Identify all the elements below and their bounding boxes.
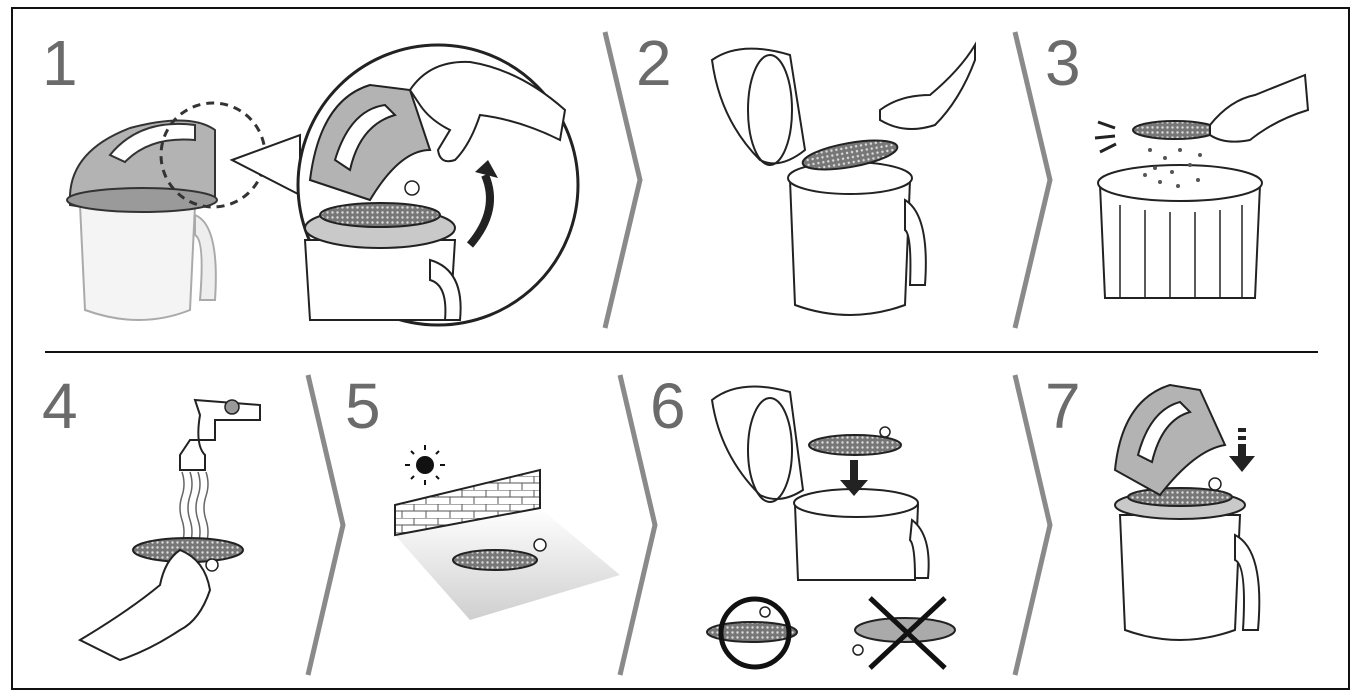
separator-5-6 <box>617 374 658 676</box>
jar-body <box>1118 514 1242 641</box>
falling-debris <box>1143 148 1202 188</box>
open-lid <box>710 47 807 165</box>
mesh-filter <box>1132 120 1218 140</box>
panel-4-illustration <box>77 398 261 662</box>
step-number-1: 1 <box>42 27 78 99</box>
hand <box>1209 73 1310 143</box>
panel-5-illustration <box>394 445 620 620</box>
separator-1-2 <box>602 31 643 329</box>
mesh-filter <box>319 202 441 228</box>
sun-icon <box>405 445 445 485</box>
step-number-5: 5 <box>345 370 381 442</box>
outer-frame <box>11 7 1350 690</box>
magnified-jar <box>303 83 462 321</box>
jar-body <box>788 179 912 316</box>
mesh-filter <box>1127 487 1233 507</box>
step-number-7: 7 <box>1045 370 1081 442</box>
curved-arrow-icon <box>466 173 494 248</box>
mesh-filter <box>452 549 538 571</box>
mesh-filter <box>801 139 899 171</box>
jar-handle <box>1234 533 1261 631</box>
hand <box>879 41 976 130</box>
open-lid <box>710 385 805 500</box>
step-number-3: 3 <box>1045 27 1081 99</box>
jar-handle <box>904 198 927 286</box>
faded-jar <box>78 204 217 321</box>
open-lid <box>308 83 432 202</box>
down-arrow-icon <box>1229 428 1255 472</box>
step-number-6: 6 <box>650 370 686 442</box>
separator-4-5 <box>305 374 346 676</box>
closing-lid <box>1113 383 1227 497</box>
correct-circle-icon <box>706 596 798 670</box>
step-number-2: 2 <box>636 27 672 99</box>
cross-mark-icon <box>852 596 956 670</box>
down-arrow-icon <box>840 460 868 496</box>
panel-2-illustration <box>710 41 976 316</box>
callout-pointer <box>229 133 301 197</box>
shake-marks <box>1094 120 1117 154</box>
jar-lid <box>66 119 218 213</box>
panel-7-illustration <box>1113 383 1261 641</box>
mesh-filter <box>808 434 902 456</box>
panel-3-illustration <box>1094 73 1310 299</box>
bin-ridges <box>1119 205 1243 298</box>
step-number-4: 4 <box>42 370 78 442</box>
panel-1-illustration <box>66 43 580 327</box>
step-separators <box>305 31 1053 676</box>
faucet <box>179 398 261 471</box>
separator-6-7 <box>1012 374 1053 676</box>
separator-2-3 <box>1012 31 1053 329</box>
hand <box>77 548 212 662</box>
hand <box>408 60 567 163</box>
panel-6-illustration <box>706 385 956 670</box>
water-stream-icon <box>179 471 209 545</box>
brick-wall <box>394 468 541 537</box>
